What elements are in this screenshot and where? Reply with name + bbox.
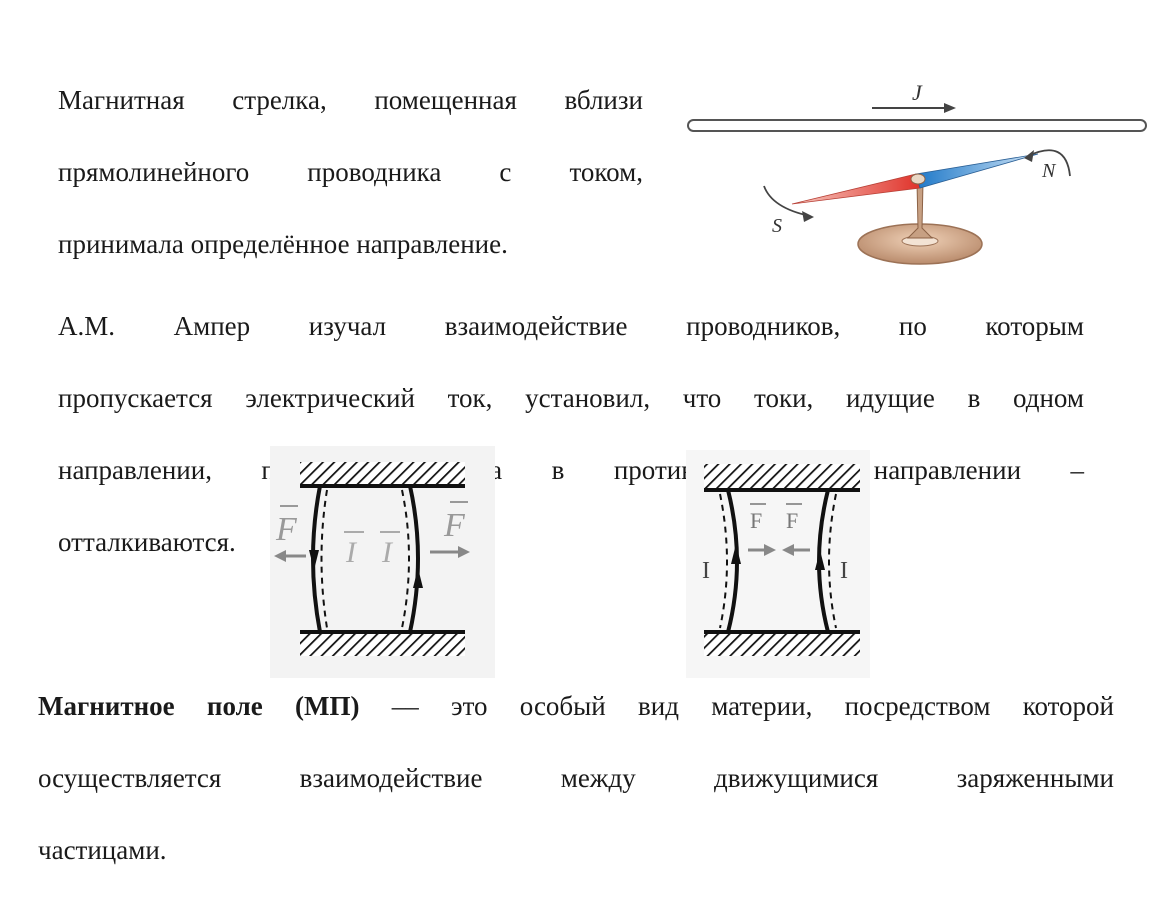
intro-line-2: прямолинейного проводника с током, bbox=[58, 157, 643, 187]
current-label: J bbox=[912, 80, 923, 105]
force-left-arrow-icon bbox=[274, 550, 306, 562]
ampere-line-3: направлении, притягиваются, а в противоп… bbox=[58, 455, 1084, 485]
current-up-arrow-icon bbox=[413, 568, 423, 588]
definition-line-3: частицами. bbox=[38, 835, 167, 865]
compass-near-wire-figure: J N S bbox=[687, 80, 1147, 265]
intro-line-1: Магнитная стрелка, помещенная вблизи bbox=[58, 85, 643, 115]
north-rotation-arrow-icon bbox=[1027, 149, 1071, 177]
straight-wire bbox=[687, 119, 1147, 132]
needle-south-half bbox=[791, 173, 921, 205]
force-inward-right-arrow-icon bbox=[748, 544, 776, 556]
intro-line-3: принимала определённое направление. bbox=[58, 229, 508, 259]
current-arrow-icon bbox=[872, 103, 956, 113]
current-down-arrow-icon bbox=[309, 550, 319, 570]
force-right-arrow-icon bbox=[430, 546, 470, 558]
force-label-left: F bbox=[750, 508, 762, 533]
current-up-arrow-icon bbox=[731, 544, 741, 564]
intro-paragraph: Магнитная стрелка, помещенная вблизи пря… bbox=[58, 82, 643, 298]
current-label-right: I bbox=[381, 536, 394, 569]
current-label-right: I bbox=[840, 558, 848, 584]
force-label-left: F bbox=[275, 511, 298, 548]
definition-line-2: осуществляется взаимодействие между движ… bbox=[38, 763, 1114, 793]
current-up-arrow-icon bbox=[815, 550, 825, 570]
ampere-line-4: отталкиваются. bbox=[58, 527, 236, 557]
repulsion-diagram: F F I I bbox=[270, 446, 495, 678]
force-inward-left-arrow-icon bbox=[782, 544, 810, 556]
ampere-line-1: А.М. Ампер изучал взаимодействие проводн… bbox=[58, 311, 1084, 341]
ampere-line-2: пропускается электрический ток, установи… bbox=[58, 383, 1084, 413]
needle-north-half bbox=[915, 153, 1039, 189]
current-label-left: I bbox=[702, 558, 710, 584]
ampere-paragraph: А.М. Ампер изучал взаимодействие проводн… bbox=[58, 308, 1084, 596]
definition-line-1: Магнитное поле (МП) –– это особый вид ма… bbox=[38, 688, 1114, 760]
definition-term: Магнитное поле (МП) bbox=[38, 691, 360, 721]
definition-line-1-rest: это особый вид материи, посредством кото… bbox=[450, 691, 1114, 721]
force-label-right: F bbox=[786, 508, 798, 533]
definition-paragraph: Магнитное поле (МП) –– это особый вид ма… bbox=[38, 688, 1114, 904]
force-label-right: F bbox=[443, 507, 466, 544]
south-label: S bbox=[772, 215, 782, 237]
attraction-diagram: F F I I bbox=[686, 450, 870, 678]
north-label: N bbox=[1041, 160, 1057, 182]
current-label-left: I bbox=[345, 536, 358, 569]
right-conductor bbox=[408, 485, 420, 633]
definition-dash: –– bbox=[359, 691, 451, 721]
